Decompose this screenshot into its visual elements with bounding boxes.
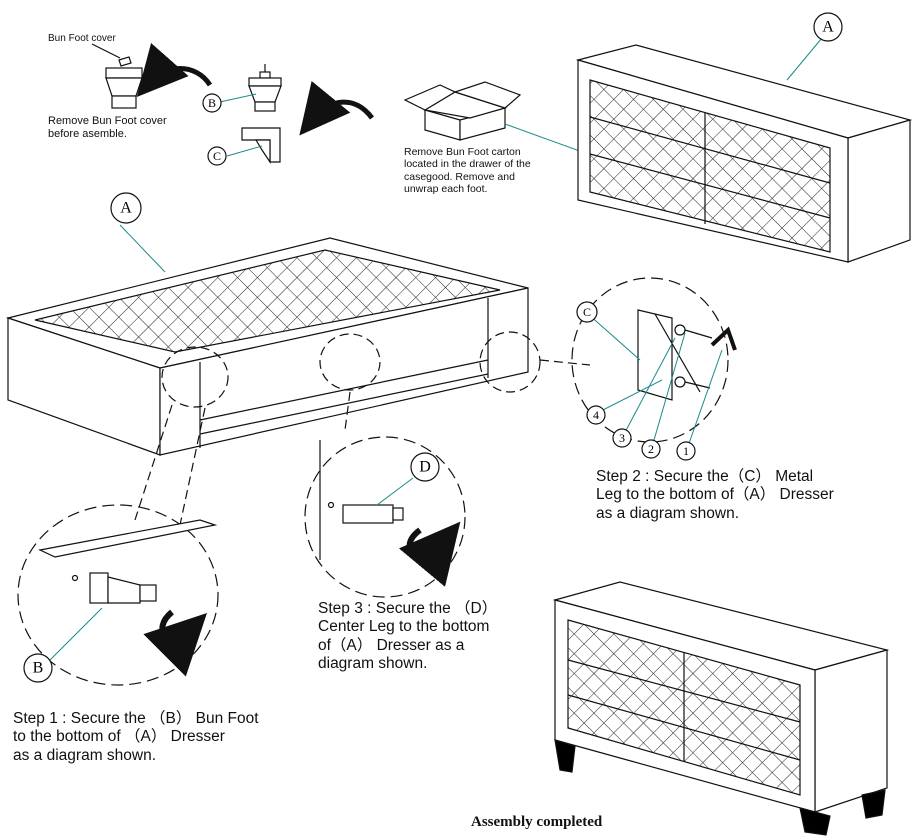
step1-instructions: Step 1 : Secure the （B） Bun Foot to the … — [13, 710, 259, 764]
projection-lines — [134, 359, 591, 526]
dresser-top-right — [575, 44, 913, 263]
callout-c-top: C — [207, 146, 227, 166]
leader-a-top — [786, 37, 823, 81]
bun-foot-body — [105, 77, 143, 97]
hardware-callout-4: 4 — [586, 405, 606, 425]
rotate-arrow-step1 — [143, 609, 207, 677]
leader-b-bottom — [49, 607, 103, 661]
bun-foot-b — [248, 64, 282, 112]
hardware-number-2: 2 — [648, 442, 654, 456]
leader-c-detail — [587, 313, 641, 361]
callout-d: D — [410, 452, 440, 482]
detail-step1-zoom — [17, 504, 219, 686]
hardware-number-3: 3 — [619, 431, 625, 445]
step2-metal-leg-detail — [637, 309, 713, 401]
metal-leg-c — [241, 127, 281, 164]
callout-b-bottom-label: B — [33, 660, 44, 677]
detail-step3-zoom — [304, 436, 466, 598]
callout-c-detail-label: C — [583, 305, 591, 319]
detail-circle-step3 — [319, 333, 381, 391]
callout-c-top-label: C — [213, 149, 221, 163]
callout-b-top-label: B — [208, 96, 216, 110]
leader-d — [376, 477, 414, 506]
hardware-callout-1: 1 — [676, 441, 696, 461]
step1-bun-foot-detail — [38, 519, 218, 604]
allen-key — [710, 326, 737, 351]
callout-a-left: A — [110, 192, 142, 224]
bun-foot-base — [111, 95, 137, 109]
hardware-number-1: 1 — [683, 444, 689, 458]
step3-instructions: Step 3 : Secure the （D） Center Leg to th… — [318, 600, 498, 672]
label-remove-carton: Remove Bun Foot carton located in the dr… — [404, 146, 531, 196]
detail-step2-zoom — [571, 277, 729, 443]
step3-center-leg-detail — [319, 440, 404, 560]
curved-arrow-cover — [136, 42, 213, 97]
curved-arrow-carton — [299, 80, 375, 136]
carton-box — [403, 81, 522, 141]
hardware-number-4: 4 — [593, 408, 599, 422]
label-remove-cover: Remove Bun Foot cover before asemble. — [48, 115, 167, 140]
dresser-upside-down — [5, 237, 529, 456]
leader-c-top — [226, 145, 263, 157]
callout-a-top-label: A — [822, 19, 834, 36]
hardware-callout-3: 3 — [612, 428, 632, 448]
bun-foot-top — [105, 67, 143, 79]
leader-b-top — [219, 93, 257, 103]
callout-b-top: B — [202, 93, 222, 113]
callout-a-left-label: A — [120, 200, 132, 217]
dresser-completed — [552, 581, 890, 836]
assembly-completed-caption: Assembly completed — [471, 814, 603, 830]
hardware-callout-2: 2 — [641, 439, 661, 459]
callout-a-top: A — [813, 12, 843, 42]
hardware-leaders — [596, 332, 723, 450]
cover-piece — [118, 56, 132, 67]
callout-d-label: D — [419, 459, 431, 476]
detail-circle-step2 — [479, 331, 541, 393]
cover-leader-line — [91, 43, 121, 59]
leader-a-left — [119, 224, 166, 273]
step2-instructions: Step 2 : Secure the（C） Metal Leg to the … — [596, 468, 834, 522]
bun-foot-with-cover — [91, 43, 143, 109]
label-bun-foot-cover: Bun Foot cover — [48, 33, 116, 44]
callout-b-bottom: B — [23, 653, 53, 683]
callout-c-detail: C — [576, 301, 598, 323]
rotate-arrow-step3 — [398, 521, 461, 587]
detail-circle-step1 — [161, 346, 229, 408]
